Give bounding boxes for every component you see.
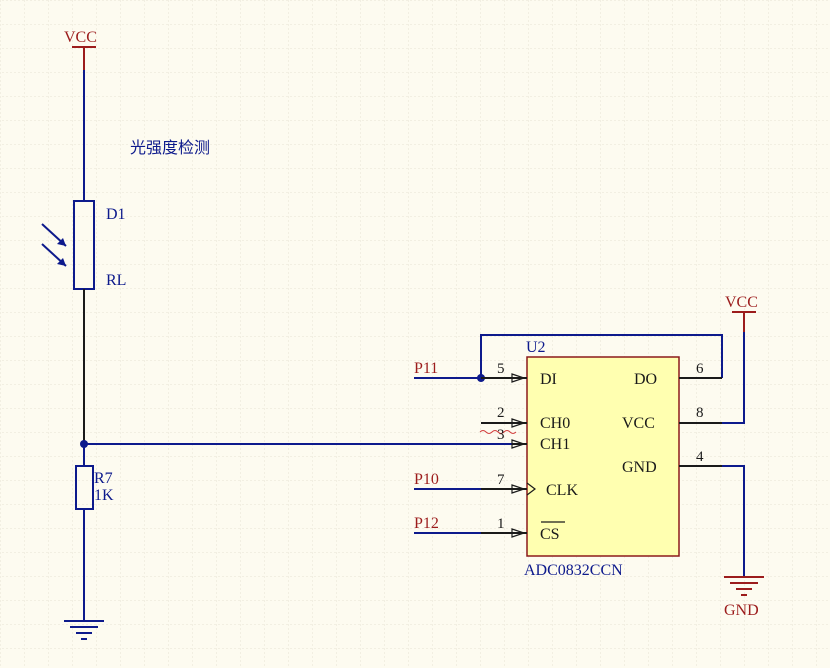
u2-part-number: ADC0832CCN — [524, 562, 623, 579]
vcc-power-port-right[interactable]: VCC — [725, 294, 758, 332]
ground-symbol-right[interactable]: GND — [724, 576, 764, 619]
r7-designator: R7 — [94, 470, 113, 487]
ic-u2-adc0832[interactable] — [526, 356, 680, 557]
gnd-label-right: GND — [724, 602, 759, 619]
pin-5-number: 5 — [497, 361, 505, 377]
pin-3-input-arrow-icon — [511, 439, 526, 449]
pin-ch1-name: CH1 — [540, 436, 570, 453]
wire-di-do-loop — [480, 334, 723, 378]
pin-do-name: DO — [634, 371, 657, 388]
net-label-p12[interactable]: P12 — [414, 515, 439, 532]
pin-5-input-arrow-icon — [511, 373, 526, 383]
pin-4-number: 4 — [696, 449, 704, 465]
resistor-r7[interactable] — [75, 465, 94, 510]
pin-clk-name: CLK — [546, 482, 578, 499]
pin-ch0-name: CH0 — [540, 415, 570, 432]
wire-pin4-to-gnd — [722, 465, 745, 576]
pin-8-number: 8 — [696, 405, 704, 421]
d1-value: RL — [106, 272, 126, 289]
vcc-label-right: VCC — [725, 294, 758, 311]
pin-2-input-arrow-icon — [511, 418, 526, 428]
pin-2-number: 2 — [497, 405, 505, 421]
pin-di-name: DI — [540, 371, 557, 388]
drc-error-marker — [479, 430, 517, 434]
pin-7-input-arrow-icon — [511, 484, 526, 494]
u2-designator: U2 — [526, 339, 546, 356]
pin-6-number: 6 — [696, 361, 704, 377]
pin-gnd-name: GND — [622, 459, 657, 476]
pin-7-clock-symbol-icon — [526, 482, 536, 496]
photoresistor-d1[interactable] — [41, 200, 95, 300]
d1-designator: D1 — [106, 206, 126, 223]
pin-7-number: 7 — [497, 472, 505, 488]
vcc-power-port-top[interactable]: VCC — [64, 29, 97, 70]
note-light-detection: 光强度检测 — [130, 138, 210, 157]
net-label-p11[interactable]: P11 — [414, 360, 438, 377]
wire-pin8-to-vcc — [722, 332, 745, 424]
r7-value: 1K — [94, 487, 114, 504]
vcc-label-top: VCC — [64, 29, 97, 46]
ground-symbol-left[interactable] — [64, 620, 104, 640]
net-label-p10[interactable]: P10 — [414, 471, 439, 488]
pin-1-input-arrow-icon — [511, 528, 526, 538]
pin-vcc-name: VCC — [622, 415, 655, 432]
pin-1-number: 1 — [497, 516, 505, 532]
pin-cs-name: CS — [540, 526, 560, 543]
pin-3-number: 3 — [497, 427, 505, 443]
